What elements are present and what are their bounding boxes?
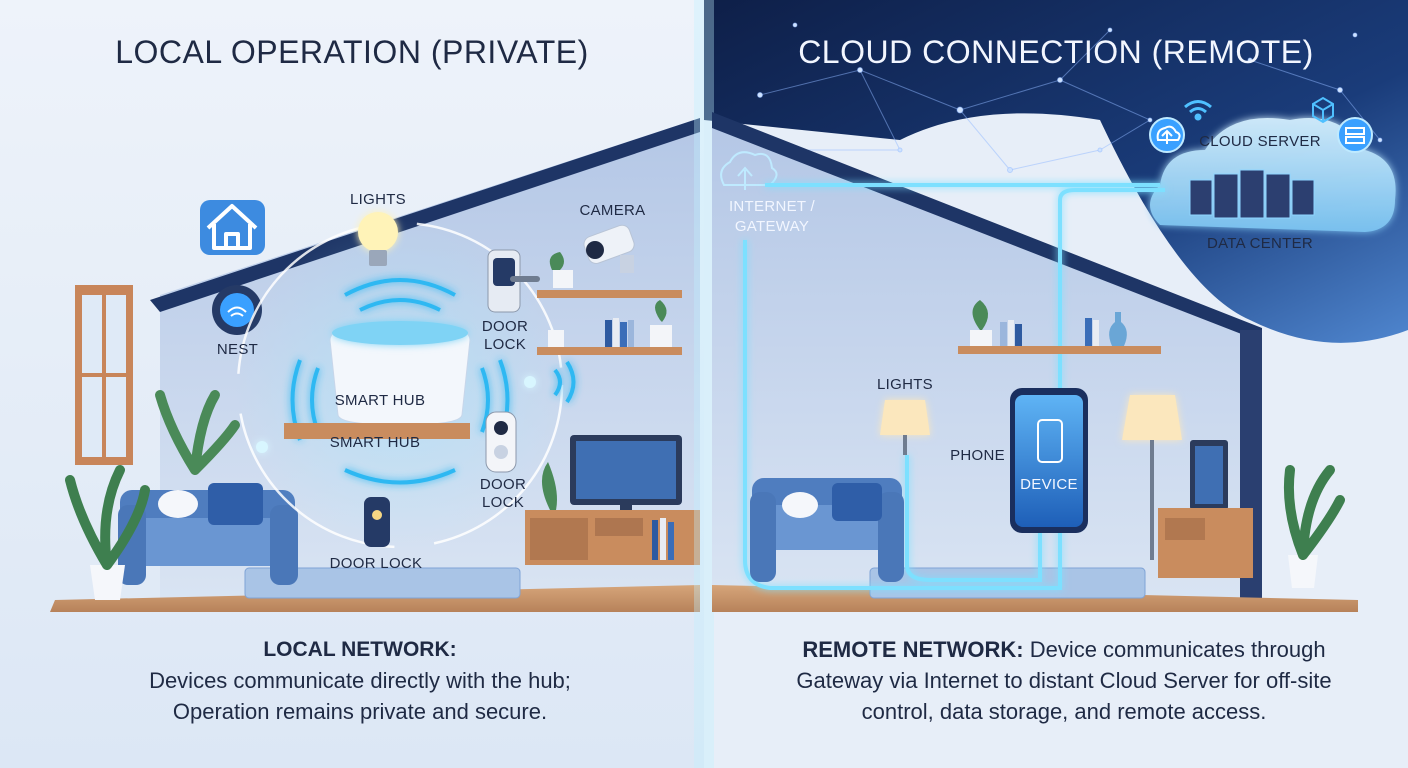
server-icon bbox=[1189, 169, 1315, 219]
local-network-line-1: Devices communicate directly with the hu… bbox=[149, 668, 571, 693]
night-sky bbox=[704, 0, 1408, 343]
left-shelf-upper bbox=[537, 290, 682, 298]
hub-orbit bbox=[236, 221, 564, 549]
right-rug bbox=[869, 567, 1146, 599]
gateway-label-1: INTERNET / bbox=[728, 198, 816, 215]
right-tv-stand bbox=[1158, 508, 1253, 578]
phone-icon bbox=[1037, 419, 1063, 463]
left-roof bbox=[150, 118, 700, 312]
wifi-icon bbox=[227, 306, 247, 317]
books bbox=[548, 318, 634, 347]
constellation-lines bbox=[757, 22, 1383, 173]
camera-icon bbox=[583, 224, 635, 273]
cloud-upload-icon bbox=[1149, 117, 1185, 153]
lightbulb-icon bbox=[358, 212, 398, 266]
smart-hub-device bbox=[329, 321, 471, 426]
remote-network-heading: REMOTE NETWORK: bbox=[802, 637, 1024, 662]
remote-network-caption: REMOTE NETWORK: Device communicates thro… bbox=[744, 634, 1384, 727]
door-lock-top-label-2: LOCK bbox=[483, 336, 527, 353]
lights-label: LIGHTS bbox=[350, 191, 406, 208]
data-center-label: DATA CENTER bbox=[1206, 235, 1314, 252]
left-sofa bbox=[118, 483, 298, 585]
right-plant bbox=[1283, 465, 1345, 588]
device-label: DEVICE bbox=[1020, 476, 1078, 493]
nest-label: NEST bbox=[216, 341, 259, 358]
left-rug bbox=[244, 567, 521, 599]
door-lock-bottom-label: DOOR LOCK bbox=[329, 555, 423, 572]
right-lamp-right bbox=[1122, 395, 1182, 560]
right-tv bbox=[1190, 440, 1228, 510]
phone-device bbox=[1010, 388, 1088, 533]
right-title: CLOUD CONNECTION (REMOTE) bbox=[798, 34, 1314, 70]
door-lock-bottom bbox=[364, 497, 390, 547]
hub-shelf bbox=[284, 423, 470, 439]
door-lock-top-label-1: DOOR bbox=[481, 318, 529, 335]
smart-hub-device-label: SMART HUB bbox=[334, 392, 426, 409]
remote-network-line-3: control, data storage, and remote access… bbox=[861, 699, 1267, 724]
cloud-server-label: CLOUD SERVER bbox=[1199, 133, 1321, 150]
local-network-caption: LOCAL NETWORK: Devices communicate direc… bbox=[80, 634, 640, 727]
cloud-upload-icon bbox=[720, 151, 778, 190]
left-plant-pot bbox=[65, 465, 150, 600]
door-lock-top bbox=[487, 249, 540, 313]
right-roof bbox=[712, 112, 1262, 342]
door-lock-mid-label-2: LOCK bbox=[481, 494, 525, 511]
left-title: LOCAL OPERATION (PRIVATE) bbox=[115, 34, 589, 70]
remote-network-line-1: REMOTE NETWORK: Device communicates thro… bbox=[744, 634, 1384, 665]
remote-network-line-2: Gateway via Internet to distant Cloud Se… bbox=[796, 668, 1332, 693]
right-books bbox=[970, 300, 1127, 346]
cloud-server bbox=[1150, 118, 1396, 232]
remote-network-line-1-text: Device communicates through bbox=[1023, 637, 1326, 662]
smart-hub-shelf-label: SMART HUB bbox=[329, 434, 421, 451]
server-icon bbox=[1337, 117, 1373, 153]
wifi-icon bbox=[1184, 100, 1212, 121]
right-lamp-left bbox=[880, 400, 930, 455]
right-shelf bbox=[958, 346, 1161, 354]
local-network-line-2: Operation remains private and secure. bbox=[172, 699, 548, 724]
gateway-label-2: GATEWAY bbox=[734, 218, 810, 235]
door-lock-mid bbox=[485, 411, 517, 473]
right-sofa bbox=[750, 478, 904, 582]
left-plant-tall bbox=[155, 390, 240, 475]
local-network-heading: LOCAL NETWORK: bbox=[263, 638, 457, 661]
window bbox=[75, 285, 133, 465]
connection-path bbox=[743, 183, 1165, 590]
left-tv-stand bbox=[525, 510, 700, 565]
door-lock-mid-label-1: DOOR bbox=[479, 476, 527, 493]
left-tv bbox=[570, 435, 682, 513]
camera-label: CAMERA bbox=[579, 202, 646, 219]
phone-label: PHONE bbox=[950, 447, 1005, 464]
cube-icon bbox=[1312, 96, 1334, 124]
lights-right-label: LIGHTS bbox=[877, 376, 933, 393]
home-icon bbox=[200, 200, 265, 255]
left-shelf-lower bbox=[537, 347, 682, 355]
